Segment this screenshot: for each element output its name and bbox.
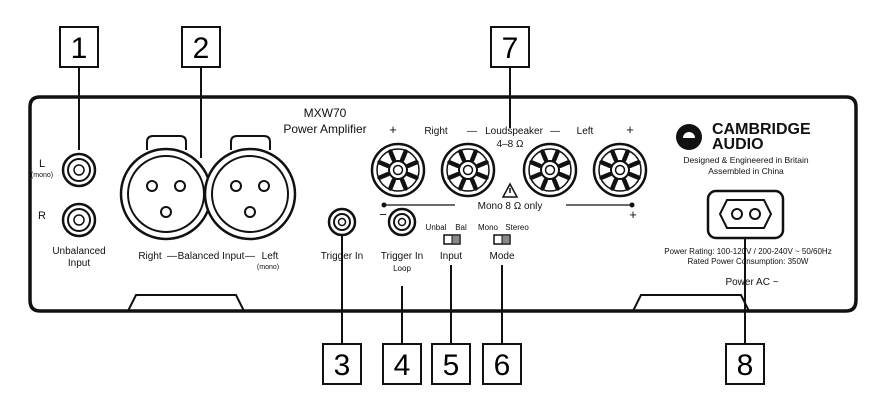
speaker-right-label: Right bbox=[424, 126, 448, 137]
brand-name-line2: AUDIO bbox=[712, 136, 764, 153]
balanced-dash-1: — bbox=[167, 251, 177, 262]
input-bal-label: Bal bbox=[455, 223, 467, 232]
mono-8-ohm-label: Mono 8 Ω only bbox=[478, 201, 543, 212]
speaker-terminals bbox=[370, 142, 648, 198]
callout-6: 6 bbox=[482, 343, 522, 385]
iec-power-inlet bbox=[706, 189, 785, 240]
rated-consumption-label: Rated Power Consumption: 350W bbox=[688, 257, 809, 266]
rca-jack-right bbox=[61, 202, 97, 238]
speaker-terminal-right-negative bbox=[440, 142, 496, 198]
trigger-in-label: Trigger In bbox=[321, 251, 363, 262]
balanced-right-label: Right bbox=[138, 251, 162, 262]
mono-plus-sign: + bbox=[629, 207, 637, 222]
callout-2: 2 bbox=[181, 26, 221, 68]
svg-text:1: 1 bbox=[71, 32, 88, 65]
mode-mono-label: Mono bbox=[478, 223, 499, 232]
unbalanced-input-label-2: Input bbox=[68, 258, 90, 269]
xlr-connector-right bbox=[119, 135, 213, 241]
svg-text:8: 8 bbox=[737, 349, 754, 382]
mono-bridge-dot-right bbox=[629, 202, 635, 208]
warning-icon bbox=[501, 182, 519, 198]
svg-text:4: 4 bbox=[394, 349, 411, 382]
designed-in-britain: Designed & Engineered in Britain bbox=[683, 155, 808, 165]
speaker-left-plus: + bbox=[626, 122, 634, 137]
speaker-left-label: Left bbox=[577, 126, 594, 137]
input-unbal-label: Unbal bbox=[426, 223, 447, 232]
mono-minus-sign: − bbox=[379, 207, 387, 222]
power-ac-label: Power AC ~ bbox=[725, 277, 778, 288]
speaker-minus-2: — bbox=[550, 126, 560, 137]
callout-1: 1 bbox=[59, 26, 99, 68]
callout-4: 4 bbox=[382, 343, 422, 385]
trigger-in-loop-jack bbox=[387, 207, 417, 237]
trigger-loop-label-1: Trigger In bbox=[381, 251, 423, 262]
mode-stereo-label: Stereo bbox=[505, 223, 529, 232]
trigger-in-jack bbox=[327, 207, 357, 237]
callout-5: 5 bbox=[431, 343, 471, 385]
svg-text:7: 7 bbox=[502, 32, 519, 65]
mono-bridge-dot-left bbox=[381, 202, 387, 208]
svg-text:5: 5 bbox=[443, 349, 460, 382]
brand-name-line1: CAMBRIDGE bbox=[712, 121, 811, 138]
rca-l-label: L bbox=[39, 158, 45, 170]
svg-text:6: 6 bbox=[494, 349, 511, 382]
balanced-input-label: Balanced Input bbox=[178, 251, 245, 262]
product-name: Power Amplifier bbox=[283, 122, 366, 136]
model-name: MXW70 bbox=[304, 106, 347, 120]
input-switch bbox=[443, 234, 461, 245]
speaker-terminal-left-negative bbox=[522, 142, 578, 198]
speaker-right-plus: + bbox=[389, 122, 397, 137]
balanced-dash-2: — bbox=[245, 251, 255, 262]
callout-8: 8 bbox=[725, 343, 765, 385]
mode-switch-label: Mode bbox=[489, 251, 514, 262]
input-switch-label: Input bbox=[440, 251, 462, 262]
speaker-terminal-left-positive bbox=[592, 142, 648, 198]
svg-text:2: 2 bbox=[193, 32, 210, 65]
power-rating-label: Power Rating: 100-120V / 200-240V ~ 50/6… bbox=[664, 247, 831, 256]
rca-r-label: R bbox=[38, 210, 46, 222]
xlr-connector-left bbox=[203, 135, 297, 241]
unbalanced-input-label-1: Unbalanced bbox=[52, 246, 105, 257]
speaker-impedance-label: 4–8 Ω bbox=[497, 139, 524, 150]
mode-switch bbox=[493, 234, 511, 245]
speaker-terminal-right-positive bbox=[370, 142, 426, 198]
balanced-left-mono-label: (mono) bbox=[257, 264, 279, 271]
svg-text:3: 3 bbox=[334, 349, 351, 382]
left-foot bbox=[127, 294, 245, 312]
rca-jack-left bbox=[61, 152, 97, 188]
callout-7: 7 bbox=[490, 26, 530, 68]
trigger-loop-label-2: Loop bbox=[393, 264, 411, 273]
loudspeaker-label: Loudspeaker bbox=[485, 126, 543, 137]
rca-l-mono-label: (mono) bbox=[31, 172, 53, 179]
cambridge-audio-logo-icon bbox=[676, 124, 702, 150]
callout-3: 3 bbox=[322, 343, 362, 385]
assembled-in-china: Assembled in China bbox=[708, 166, 784, 176]
speaker-minus-1: — bbox=[467, 126, 477, 137]
balanced-left-label: Left bbox=[262, 251, 279, 262]
